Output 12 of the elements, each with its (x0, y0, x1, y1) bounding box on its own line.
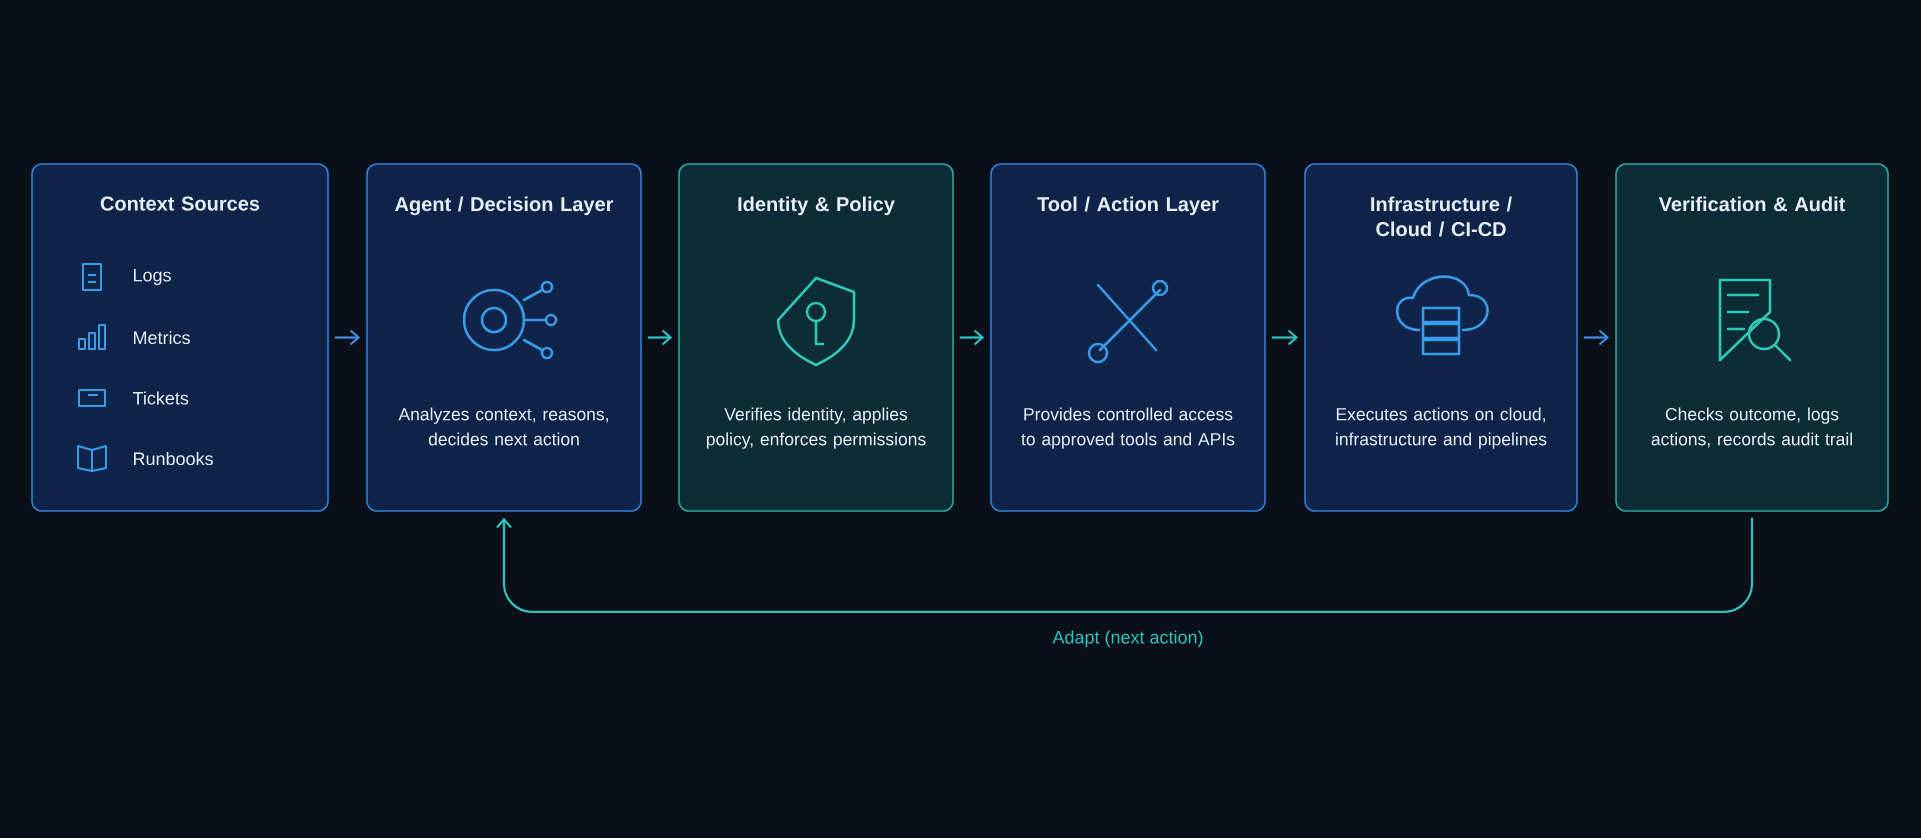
layer-card: Identity & Policy Verifies identity, applies policy, enforces permissions (678, 163, 954, 512)
arrow (1598, 329, 1610, 346)
arrow (349, 329, 361, 346)
layer-card: Context Sources Logs Metrics Tickets Runbooks (31, 163, 329, 512)
layer-card: Infrastructure / Cloud / CI-CD Executes actions on cloud, infrastructure and pipelines (1304, 163, 1578, 512)
arrow (973, 329, 985, 346)
edge-label: Adapt (next action) (1050, 628, 1206, 650)
arrow (1287, 329, 1299, 346)
layer-card: Verification & Audit Checks outcome, logs actions, records audit trail (1615, 163, 1889, 512)
arrow (661, 329, 673, 346)
layer-card: Tool / Action Layer Provides controlled access to approved tools and APIs (990, 163, 1266, 512)
layer-card: Agent / Decision Layer Analyzes context, reasons, decides next action (366, 163, 642, 512)
